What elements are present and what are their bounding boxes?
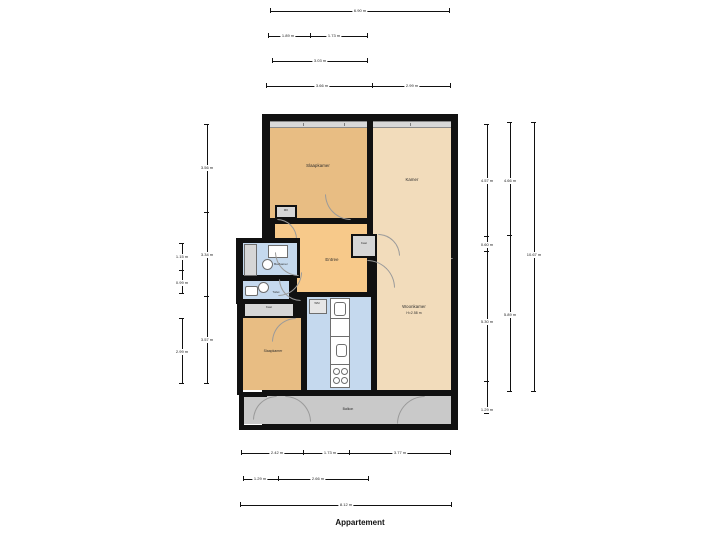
exterior-wall-balkon-west-top [239, 392, 267, 397]
window-mullion [410, 123, 411, 126]
dimension-label: 3.03 m [312, 58, 328, 64]
bathtub-fixture [244, 244, 257, 276]
room-label-balkon: Balkon [342, 407, 354, 411]
kitchen-counter-middle [330, 318, 350, 338]
interior-wall-woonkamer-keuken [371, 270, 377, 390]
room-label-kast-midden: Kast [360, 241, 368, 245]
interior-wall-north-divider [367, 114, 373, 234]
exterior-wall-west-bump [236, 238, 242, 304]
dimension-label: 8.12 m [338, 502, 354, 508]
interior-wall-north-bottom [262, 218, 373, 224]
room-mk [277, 207, 295, 217]
dimension-label: 1.29 m [479, 407, 495, 413]
toilet-basin-fixture [258, 282, 269, 293]
room-label-mk: MK [283, 208, 289, 212]
dimension-label: 1.15 m [174, 254, 190, 260]
room-label-toilet: Toilet [272, 290, 280, 294]
dimension-label: 3.57 m [199, 337, 215, 343]
kitchen-stove [330, 364, 350, 388]
dimension-label: 2.42 m [269, 450, 285, 456]
room-label-kast-hal: Kast [265, 305, 273, 309]
dimension-label: 0.99 m [174, 280, 190, 286]
stove-burner [341, 368, 348, 375]
dimension-label: 4.57 m [479, 178, 495, 184]
room-kast-midden [353, 236, 375, 256]
dimension-label: 5.30 m [479, 319, 495, 325]
dimension-label: 3.66 m [314, 83, 330, 89]
dimension-label: 2.66 m [310, 476, 326, 482]
page-title: Appartement [335, 518, 385, 527]
room-label-woonkamer-height: H=2.58 m [406, 311, 422, 315]
dimension-label: 3.77 m [392, 450, 408, 456]
dimension-label: 1.73 m [326, 33, 342, 39]
window-mullion [344, 123, 345, 126]
interior-wall-keuken-top [297, 292, 377, 297]
washbasin-fixture [262, 259, 273, 270]
room-kamer [373, 121, 451, 234]
dimension-label: 6.90 m [352, 8, 368, 14]
window-slaapkamer-noord [270, 121, 367, 128]
room-slaapkamer-noord [270, 121, 367, 218]
stove-burner [333, 377, 340, 384]
dimension-label: 0.60 m [479, 242, 495, 248]
dimension-label: 10.67 m [525, 252, 543, 258]
washing-machine-fixture [309, 299, 327, 314]
dimension-label: 5.89 m [502, 312, 518, 318]
toilet-fixture [245, 286, 258, 296]
room-label-entree: Entree [325, 257, 339, 262]
interior-wall-balkon-top [262, 390, 458, 396]
dimension-label: 1.29 m [252, 476, 268, 482]
window-kamer [373, 121, 451, 128]
exterior-wall-west-bump-top [236, 238, 300, 243]
dimension-label: 4.66 m [502, 178, 518, 184]
room-label-slaapkamer-noord: Slaapkamer [306, 163, 330, 168]
room-label-woonkamer: Woonkamer [402, 304, 426, 309]
room-label-kamer: Kamer [405, 177, 419, 182]
dimension-label: 2.99 m [174, 349, 190, 355]
window-mullion [303, 123, 304, 126]
dimension-label: 2.99 m [404, 83, 420, 89]
kitchen-sink-bowl [334, 302, 346, 316]
stove-burner [333, 368, 340, 375]
interior-wall-slaapkamer-keuken [301, 297, 307, 390]
room-kast-hal [245, 304, 293, 316]
stove-burner [341, 377, 348, 384]
exterior-wall-balkon-bottom [239, 425, 458, 430]
exterior-wall-west-south [237, 300, 243, 395]
dimension-label: 3.34 m [199, 252, 215, 258]
exterior-wall-balkon [239, 392, 244, 430]
dimension-label: 1.73 m [322, 450, 338, 456]
kitchen-appliance-knob [336, 344, 347, 357]
room-label-slaapkamer-zuid: Slaapkamer [263, 349, 283, 353]
dimension-label: 1.89 m [280, 33, 296, 39]
dimension-label: 3.56 m [199, 165, 215, 171]
room-label-wm: WM [314, 301, 320, 305]
